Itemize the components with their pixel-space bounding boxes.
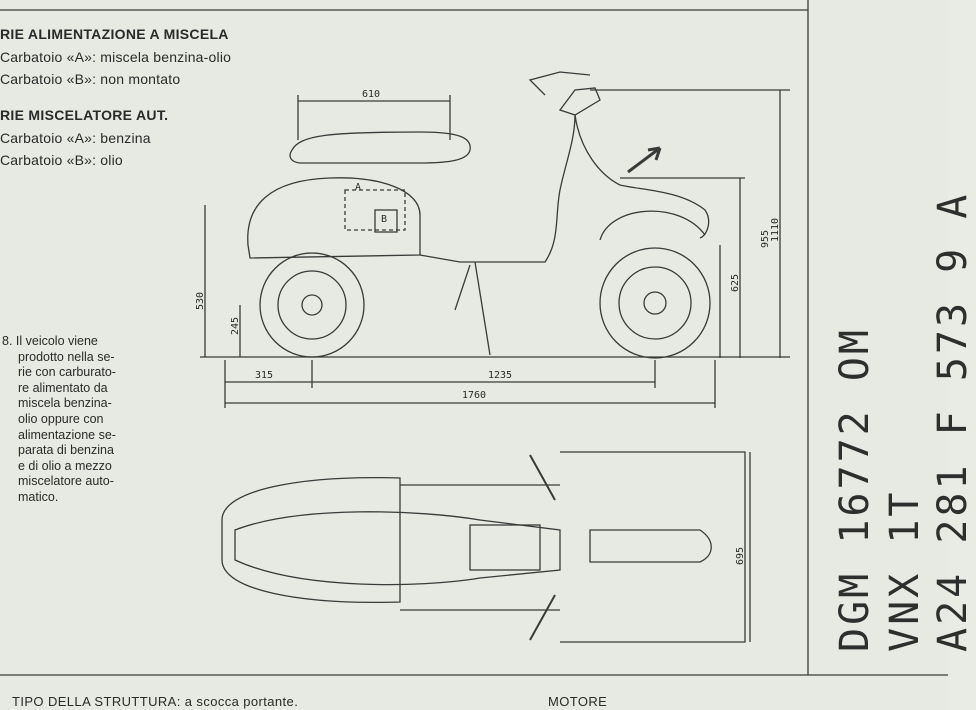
tank-b xyxy=(374,209,398,233)
dim-label-1110: 1110 xyxy=(770,218,781,242)
tank-a-label: A xyxy=(355,182,361,193)
model-stamp: VNX 1T xyxy=(882,489,928,653)
note-line: matico. xyxy=(18,489,59,504)
top-view-handlebar xyxy=(529,454,556,641)
frame-number-stamp: DGM 16772 OM xyxy=(832,327,878,652)
vehicle-note: 8. Il veicolo viene prodotto nella se- r… xyxy=(2,334,170,506)
floorboard xyxy=(419,114,576,263)
top-view-front-box xyxy=(560,451,746,643)
note-line: olio oppure con xyxy=(18,411,104,426)
section-a-line2: Carbatoio «B»: non montato xyxy=(0,71,181,87)
dim-label-695: 695 xyxy=(735,547,746,565)
top-view-front-fender xyxy=(589,529,712,563)
section-b-line1: Carbatoio «A»: benzina xyxy=(0,130,151,146)
dim-label-245: 245 xyxy=(230,317,241,335)
leg-shield xyxy=(574,114,710,239)
section-b-line2: Carbatoio «B»: olio xyxy=(0,152,123,168)
section-b-title: RIE MISCELATORE AUT. xyxy=(0,107,169,123)
handlebar xyxy=(528,71,591,96)
dim-label-625: 625 xyxy=(730,274,741,292)
note-line: 8. Il veicolo viene xyxy=(2,334,98,348)
rear-wheel-hub xyxy=(301,294,323,316)
dim-label-955: 955 xyxy=(760,230,771,248)
tank-b-label: B xyxy=(381,214,387,225)
dim-label-315: 315 xyxy=(255,370,273,381)
scooter-technical-drawing: 610 955 1110 625 530 245 315 1235 1760 6… xyxy=(0,0,948,676)
note-line: rie con carburato- xyxy=(18,365,116,380)
section-a-title: RIE ALIMENTAZIONE A MISCELA xyxy=(0,26,229,42)
note-line: miscelatore auto- xyxy=(18,474,114,489)
front-wheel-rim xyxy=(618,266,692,340)
dim-label-1760: 1760 xyxy=(462,390,486,401)
dim-label-610: 610 xyxy=(362,89,380,100)
top-view-floor-grille xyxy=(469,524,541,571)
note-line: e di olio a mezzo xyxy=(18,458,112,473)
arrow-icon xyxy=(627,146,662,174)
section-a-line1: Carbatoio «A»: miscela benzina-olio xyxy=(0,49,232,65)
note-line: miscela benzina- xyxy=(18,396,112,411)
rear-wheel xyxy=(259,252,365,358)
rear-cowl xyxy=(247,177,421,259)
top-view-floor xyxy=(234,511,561,586)
note-line: prodotto nella se- xyxy=(18,349,115,364)
headset xyxy=(558,87,601,116)
front-fender xyxy=(599,210,706,241)
motore-heading: MOTORE xyxy=(548,694,608,709)
note-line: re alimentato da xyxy=(18,380,108,395)
dim-label-1235: 1235 xyxy=(488,370,512,381)
top-view-rear-body xyxy=(221,476,401,604)
structure-text: TIPO DELLA STRUTTURA: a scocca portante. xyxy=(12,694,299,709)
front-wheel-hub xyxy=(643,291,667,315)
front-wheel xyxy=(599,247,711,359)
engine-number-stamp: A24 281 F 573 9 A xyxy=(930,191,976,652)
center-stand xyxy=(454,261,491,356)
note-line: parata di benzina xyxy=(18,443,114,458)
rear-wheel-rim xyxy=(277,270,347,340)
dim-label-530: 530 xyxy=(195,292,206,310)
note-line: alimentazione se- xyxy=(18,427,116,442)
seat xyxy=(289,131,471,164)
